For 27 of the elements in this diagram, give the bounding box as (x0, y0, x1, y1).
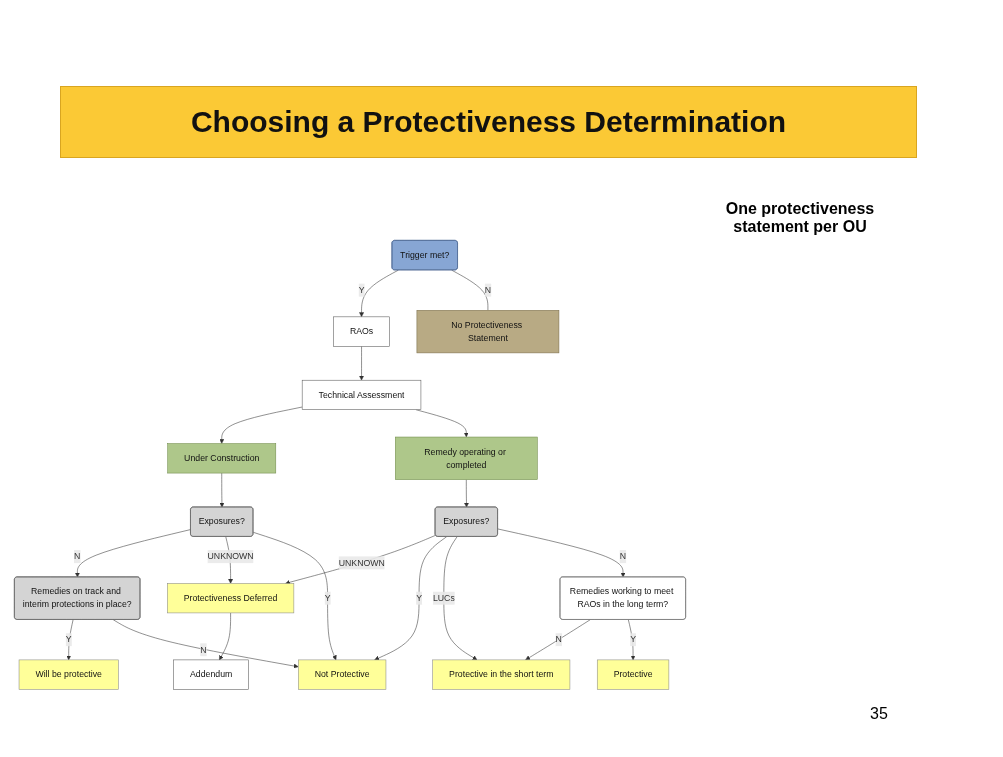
edge-label: N (200, 644, 207, 655)
edge-label: Y (324, 593, 331, 603)
edge-label: LUCs (432, 593, 455, 603)
edge-label: N (619, 551, 626, 562)
node-box: Under Construction (167, 443, 277, 474)
slide-title: Choosing a Protectiveness Determination (60, 86, 917, 158)
note-text: One protectiveness statement per OU (724, 200, 876, 236)
edge-label: Y (65, 634, 72, 645)
edge-label: N (484, 285, 492, 295)
node-box: RAOs (333, 316, 390, 347)
node-box: Not Protective (298, 659, 387, 690)
node-box: Protective (596, 659, 670, 690)
edge-label: N (555, 634, 562, 645)
edge-label: Y (630, 634, 636, 645)
node-box: Protectiveness Deferred (167, 583, 295, 614)
node-box: No Protectiveness Statement (416, 310, 560, 354)
node-box: Addendum (173, 659, 249, 690)
node-box: Protective in the short term (432, 659, 571, 690)
edge-label: UNKNOWN (338, 558, 385, 568)
edge-label: Y (358, 285, 365, 295)
edge-label: N (74, 551, 81, 562)
node-box: Remedy operating or completed (395, 436, 538, 480)
page-number: 35 (870, 705, 888, 723)
edge-label: UNKNOWN (207, 551, 254, 562)
node-box: Technical Assessment (301, 380, 422, 411)
edge-label: Y (416, 593, 422, 603)
node-box: Will be protective (18, 659, 119, 690)
